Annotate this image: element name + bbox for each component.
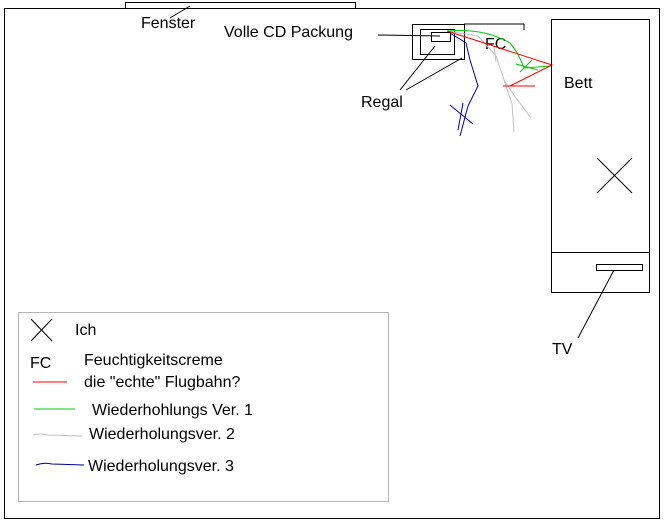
window-shape <box>125 2 356 9</box>
legend-real-label: die "echte" Flugbahn? <box>84 374 240 391</box>
path-ver1-cross-b <box>519 59 533 73</box>
window-label: Fenster <box>141 15 196 32</box>
path-ver1-line <box>446 30 553 69</box>
legend-ich-label: Ich <box>75 322 96 339</box>
shelf-pointer-2 <box>405 57 463 91</box>
path-ver2-line <box>446 30 532 119</box>
tv-shape <box>596 264 643 271</box>
tv-label: TV <box>552 341 573 358</box>
shelf-inner <box>420 29 455 55</box>
legend-ver3-swatch <box>35 462 85 466</box>
tv-pointer <box>577 269 615 339</box>
path-ver1-cross-a <box>515 63 539 71</box>
cd-label: Volle CD Packung <box>224 24 353 41</box>
path-ver3-cross-a <box>449 104 474 125</box>
window-pointer <box>169 5 191 19</box>
bed-shape <box>551 19 650 253</box>
legend-box <box>18 312 389 502</box>
me-marker-b <box>596 157 633 194</box>
legend-fc-abbr: FC <box>30 355 51 372</box>
shelf-label: Regal <box>361 94 403 111</box>
legend-ver2-swatch <box>32 433 83 437</box>
bed-label: Bett <box>564 75 593 92</box>
path-ver3-line <box>449 32 479 137</box>
tv-cabinet <box>551 252 650 293</box>
legend-ich-mark-b <box>30 318 53 342</box>
path-ver2 <box>446 30 532 133</box>
cd-pointer <box>377 34 441 37</box>
path-ver1 <box>446 30 553 73</box>
path-ver2-branch <box>503 79 515 133</box>
legend-fc-meaning: Feuchtigkeitscreme <box>84 352 223 369</box>
legend-ver3-label: Wiederholungsver. 3 <box>88 458 234 475</box>
legend-ver2-label: Wiederholungsver. 2 <box>89 426 235 443</box>
cd-pack <box>431 32 451 42</box>
legend: Ich FC Feuchtigkeitscreme die "echte" Fl… <box>18 312 389 502</box>
legend-ver1-label: Wiederhohlungs Ver. 1 <box>92 402 253 419</box>
path-ver3-cross-b <box>457 102 464 131</box>
path-ver3 <box>449 32 479 137</box>
shelf-pointer-1 <box>399 45 436 91</box>
path-ver2-mark <box>493 45 497 63</box>
